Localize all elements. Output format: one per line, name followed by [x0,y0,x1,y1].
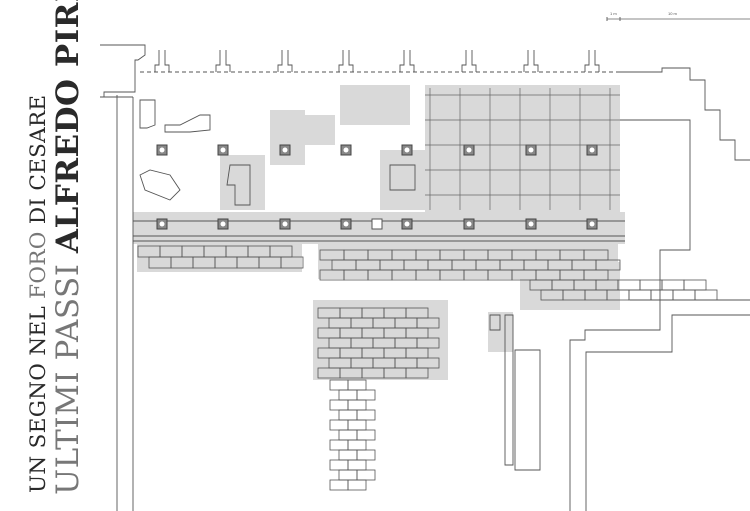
pier [461,50,477,72]
stone-block [628,289,652,301]
pier [584,50,600,72]
stone-block [661,279,685,291]
stone-block [338,469,358,481]
column-base [589,147,595,153]
column-base [220,221,226,227]
column-base [282,147,288,153]
column-base [220,147,226,153]
pier [338,50,354,72]
stone-block [347,399,367,411]
column-bases [156,144,598,230]
masonry-blocks [137,245,718,491]
paving-grid [425,88,620,210]
pier [154,50,170,72]
stone-block [405,367,429,379]
column-base [589,221,595,227]
stone-block [672,289,696,301]
stone-block [280,256,304,269]
stone-block [338,449,358,461]
stone-block [329,379,349,391]
wall-outlines [100,44,750,511]
column-base [404,147,410,153]
stone-block [329,419,349,431]
stone-block [356,429,376,441]
column-base [466,147,472,153]
column-base [528,147,534,153]
scale-label-small: 1 m [610,11,617,16]
column-base [343,221,349,227]
stone-block [329,439,349,451]
stone-block [347,379,367,391]
column-base [343,147,349,153]
stone-block [639,279,663,291]
stone-block [650,289,674,301]
pier [523,50,539,72]
stone-block [338,429,358,441]
stone-block [338,389,358,401]
column-base [466,221,472,227]
stone-block [329,479,349,491]
stone-block [617,279,641,291]
column-base [528,221,534,227]
pier-row [154,50,600,72]
stone-block [329,399,349,411]
stone-block [347,419,367,431]
stone-block [329,459,349,471]
stone-block [356,389,376,401]
excavated-area-shading [133,85,625,380]
pier [215,50,231,72]
column-base [159,147,165,153]
stone-block [356,409,376,421]
column-base [371,218,383,230]
stone-block [683,279,707,291]
column-base [282,221,288,227]
scale-label-large: 10 m [668,11,678,16]
stone-block [694,289,718,301]
pier [277,50,293,72]
stone-block [347,479,367,491]
stone-block [356,469,376,481]
stone-block [347,439,367,451]
stone-block [347,459,367,471]
pier [399,50,415,72]
column-base [159,221,165,227]
stone-block [356,449,376,461]
scale-bar: 1 m 10 m [606,11,750,21]
stone-block [338,409,358,421]
column-base [404,221,410,227]
